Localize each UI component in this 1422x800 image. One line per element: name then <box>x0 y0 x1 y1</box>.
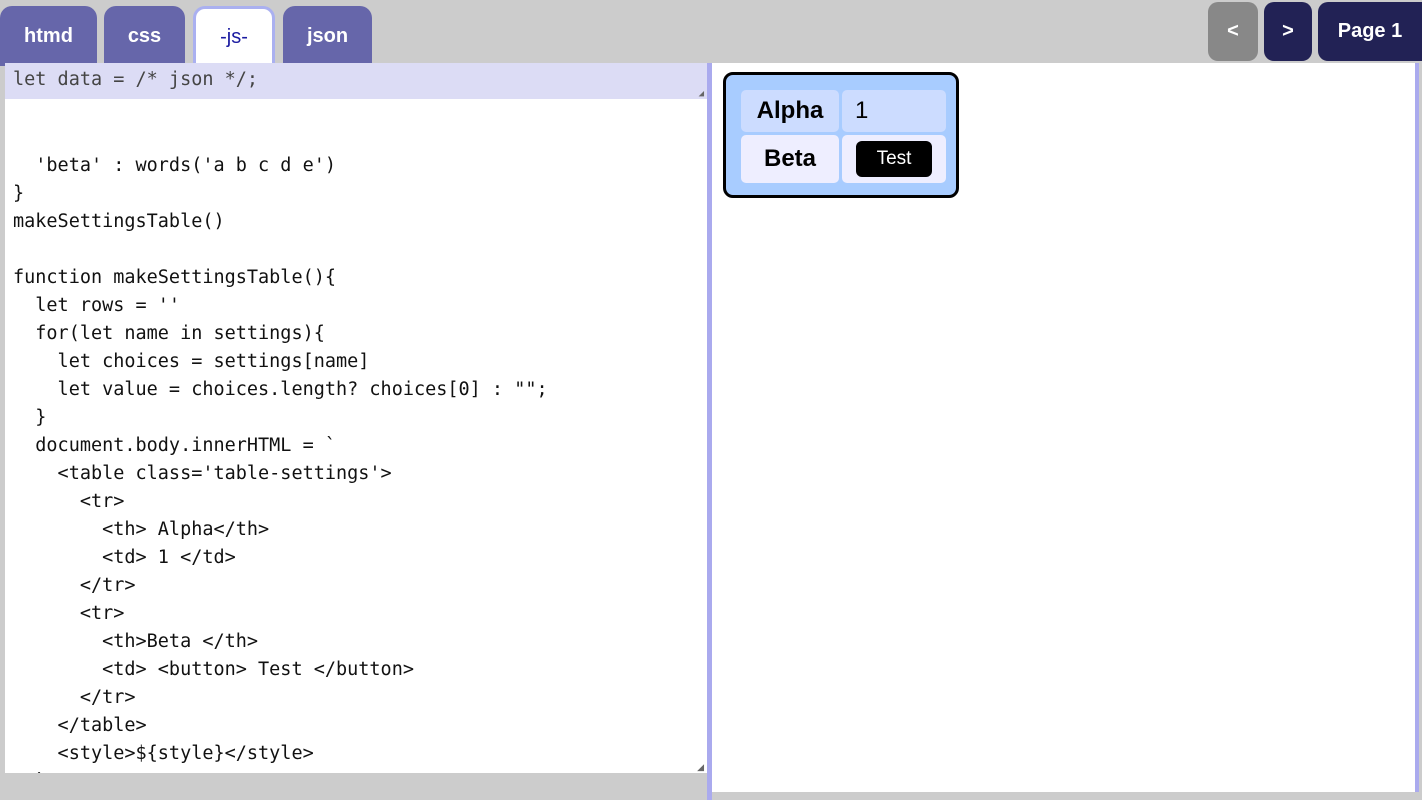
row-label-alpha: Alpha <box>741 90 839 132</box>
code-editor[interactable]: 'beta' : words('a b c d e') } makeSettin… <box>5 63 707 773</box>
row-value-beta: Test <box>842 135 946 183</box>
preview-pane: Alpha 1 Beta Test <box>712 63 1415 792</box>
row-value-alpha: 1 <box>842 90 946 132</box>
data-line-text: let data = /* json */; <box>13 69 259 90</box>
resize-handle-icon[interactable]: ◢ <box>697 762 704 772</box>
next-page-button[interactable]: > <box>1264 2 1312 61</box>
tab-css[interactable]: css <box>104 6 185 66</box>
row-label-beta: Beta <box>741 135 839 183</box>
pane-divider[interactable] <box>707 63 712 800</box>
prev-page-button[interactable]: < <box>1208 2 1258 61</box>
code-text[interactable]: 'beta' : words('a b c d e') } makeSettin… <box>13 155 548 773</box>
data-line-input[interactable]: let data = /* json */; ◢ <box>5 63 707 99</box>
test-button[interactable]: Test <box>856 141 932 177</box>
resize-handle-icon[interactable]: ◢ <box>698 89 704 99</box>
tab-js[interactable]: -js- <box>193 6 275 66</box>
tab-json[interactable]: json <box>283 6 372 66</box>
tab-htmd[interactable]: htmd <box>0 6 97 66</box>
preview-border <box>1415 63 1419 792</box>
settings-table: Alpha 1 Beta Test <box>723 72 959 198</box>
page-indicator-button[interactable]: Page 1 <box>1318 2 1422 61</box>
